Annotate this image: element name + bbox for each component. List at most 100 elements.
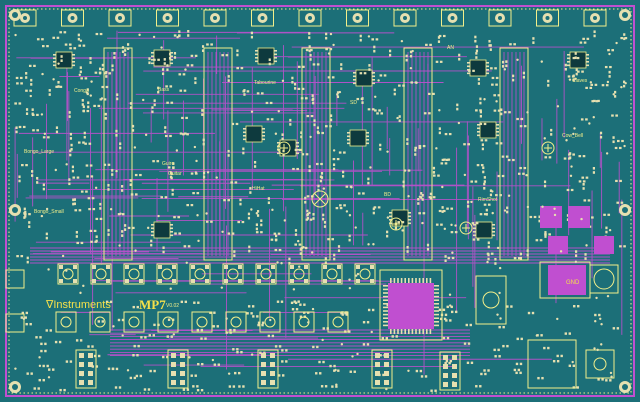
smd-pad [611,114,614,117]
smd-pad [312,213,315,216]
smd-pad [550,128,553,132]
smd-pad [28,221,31,224]
smd-pad [589,86,593,89]
smd-pad [107,183,110,187]
via [43,132,47,135]
smd-pad [39,336,42,339]
smd-pad [97,104,101,108]
via [610,375,613,378]
via [336,93,339,96]
smd-pad [556,360,560,363]
via [309,135,312,139]
smd-pad [232,348,235,351]
smd-pad [242,151,245,155]
smd-pad [293,300,296,303]
via [194,171,198,174]
smd-pad [507,158,511,162]
ic-package [257,47,275,65]
smd-pad [312,345,315,349]
smd-pad [547,79,550,83]
smd-pad [256,210,260,213]
smd-pad [21,311,25,315]
smd-pad [97,354,101,358]
smd-pad [320,385,324,388]
smd-pad [432,196,436,199]
smd-pad [544,156,548,159]
smd-pad [178,34,181,38]
smd-pad [24,316,27,319]
smd-pad [303,303,306,306]
smd-pad [174,232,177,235]
via [593,347,596,350]
button-cap [128,316,140,328]
label-rimshot: RimShot [478,197,498,203]
button-pad [73,279,77,283]
smd-pad [164,126,167,129]
via [623,144,626,148]
smd-pad [466,361,470,365]
via [311,307,315,311]
smd-pad [607,49,610,52]
via [298,265,301,268]
button-cap [196,316,208,328]
via [54,168,57,172]
smd-pad [319,179,322,183]
smd-pad [201,113,204,116]
smd-pad [236,348,239,351]
smd-pad [300,246,304,250]
smd-pad [491,76,495,80]
smd-pad [322,327,325,330]
via [354,226,357,229]
smd-pad [367,308,371,312]
smd-pad [322,217,325,221]
ic-pin [496,124,499,126]
smd-pad [620,37,623,40]
button-pad [238,265,242,269]
connector-outline [536,9,559,27]
via [215,176,218,179]
header-pin [375,371,380,376]
smd-pad [401,221,405,224]
button-pad [59,265,63,269]
smd-pad [337,245,341,248]
mounting-hole-drill [622,384,628,390]
smd-pad [572,56,576,60]
smd-pad [444,162,448,165]
button-cap [332,316,344,328]
button-pad [205,265,209,269]
header-pin [261,371,266,376]
smd-pad [148,334,151,337]
ic-package [349,129,367,147]
via [206,171,210,174]
smd-pad [320,176,324,179]
smd-pad [136,354,139,357]
label-guiro: Guiro [162,161,175,167]
smd-pad [225,54,229,57]
smd-pad [25,322,28,326]
smd-pad [170,176,173,180]
smd-pad [36,129,39,132]
smd-pad [202,142,205,146]
smd-pad [450,207,454,210]
smd-pad [181,116,184,120]
via [401,229,404,232]
smd-pad [55,126,59,129]
button-cap [161,268,173,280]
smd-pad [57,85,60,88]
smd-pad [512,158,515,162]
smd-pad [183,132,187,135]
header-pin [88,362,93,367]
cap-body [593,268,615,290]
smd-pad [547,346,550,350]
smd-pad [567,75,571,78]
via [22,317,26,321]
smd-pad [118,386,122,389]
smd-pad [310,114,314,118]
smd-pad [516,117,519,121]
smd-pad [170,172,173,176]
smd-pad [317,184,320,188]
smd-pad [172,166,175,170]
smd-pad [517,368,521,372]
header-pin [443,364,448,369]
smd-pad [69,137,73,140]
